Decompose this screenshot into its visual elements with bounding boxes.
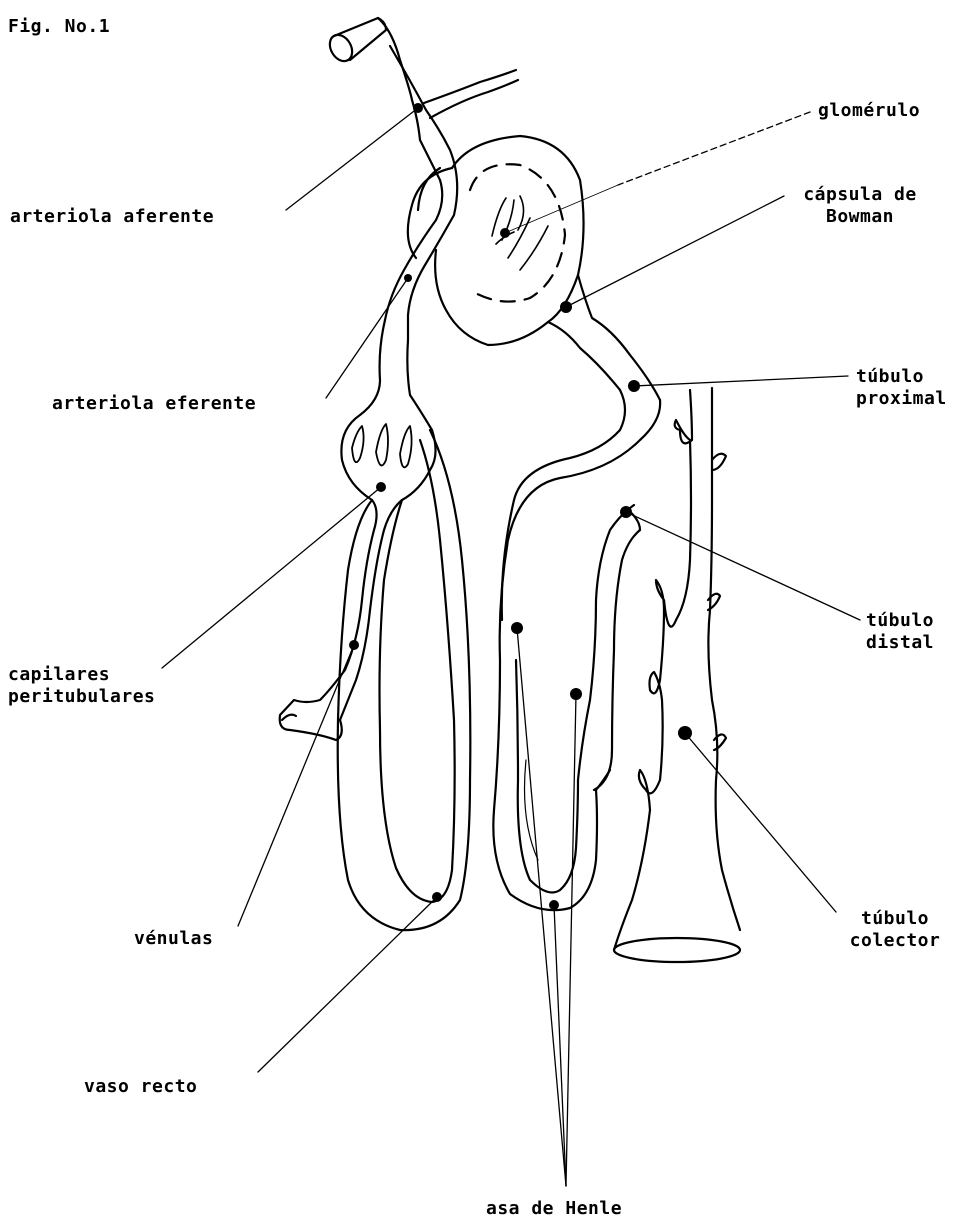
label-proximal-line1: túbulo [856, 366, 947, 388]
label-asa-de-henle: asa de Henle [486, 1198, 622, 1220]
label-proximal-line2: proximal [856, 388, 947, 410]
label-capilares-line1: capilares [8, 664, 155, 686]
label-colector-line1: túbulo [840, 908, 950, 930]
label-glomerulo: glomérulo [818, 100, 920, 122]
label-capsula-line1: cápsula de [790, 184, 930, 206]
label-vaso-recto: vaso recto [84, 1076, 197, 1098]
label-capsula-de-bowman: cápsula de Bowman [790, 184, 930, 228]
figure-title: Fig. No.1 [8, 16, 110, 38]
label-distal-line1: túbulo [866, 610, 934, 632]
label-capsula-line2: Bowman [790, 206, 930, 228]
collecting-duct-shape [614, 388, 740, 962]
bowman-capsule-shape [408, 136, 660, 400]
label-distal-line2: distal [866, 632, 934, 654]
leader-lines [162, 108, 860, 1186]
label-arteriola-aferente: arteriola aferente [10, 206, 214, 228]
label-venulas: vénulas [134, 928, 213, 950]
label-arteriola-eferente: arteriola eferente [52, 393, 256, 415]
label-tubulo-proximal: túbulo proximal [856, 366, 947, 410]
label-colector-line2: colector [840, 930, 950, 952]
vasa-recta-shape [338, 430, 471, 930]
label-tubulo-colector: túbulo colector [840, 908, 950, 952]
label-tubulo-distal: túbulo distal [866, 610, 934, 654]
label-capilares-peritubulares: capilares peritubulares [8, 664, 155, 708]
label-capilares-line2: peritubulares [8, 686, 155, 708]
